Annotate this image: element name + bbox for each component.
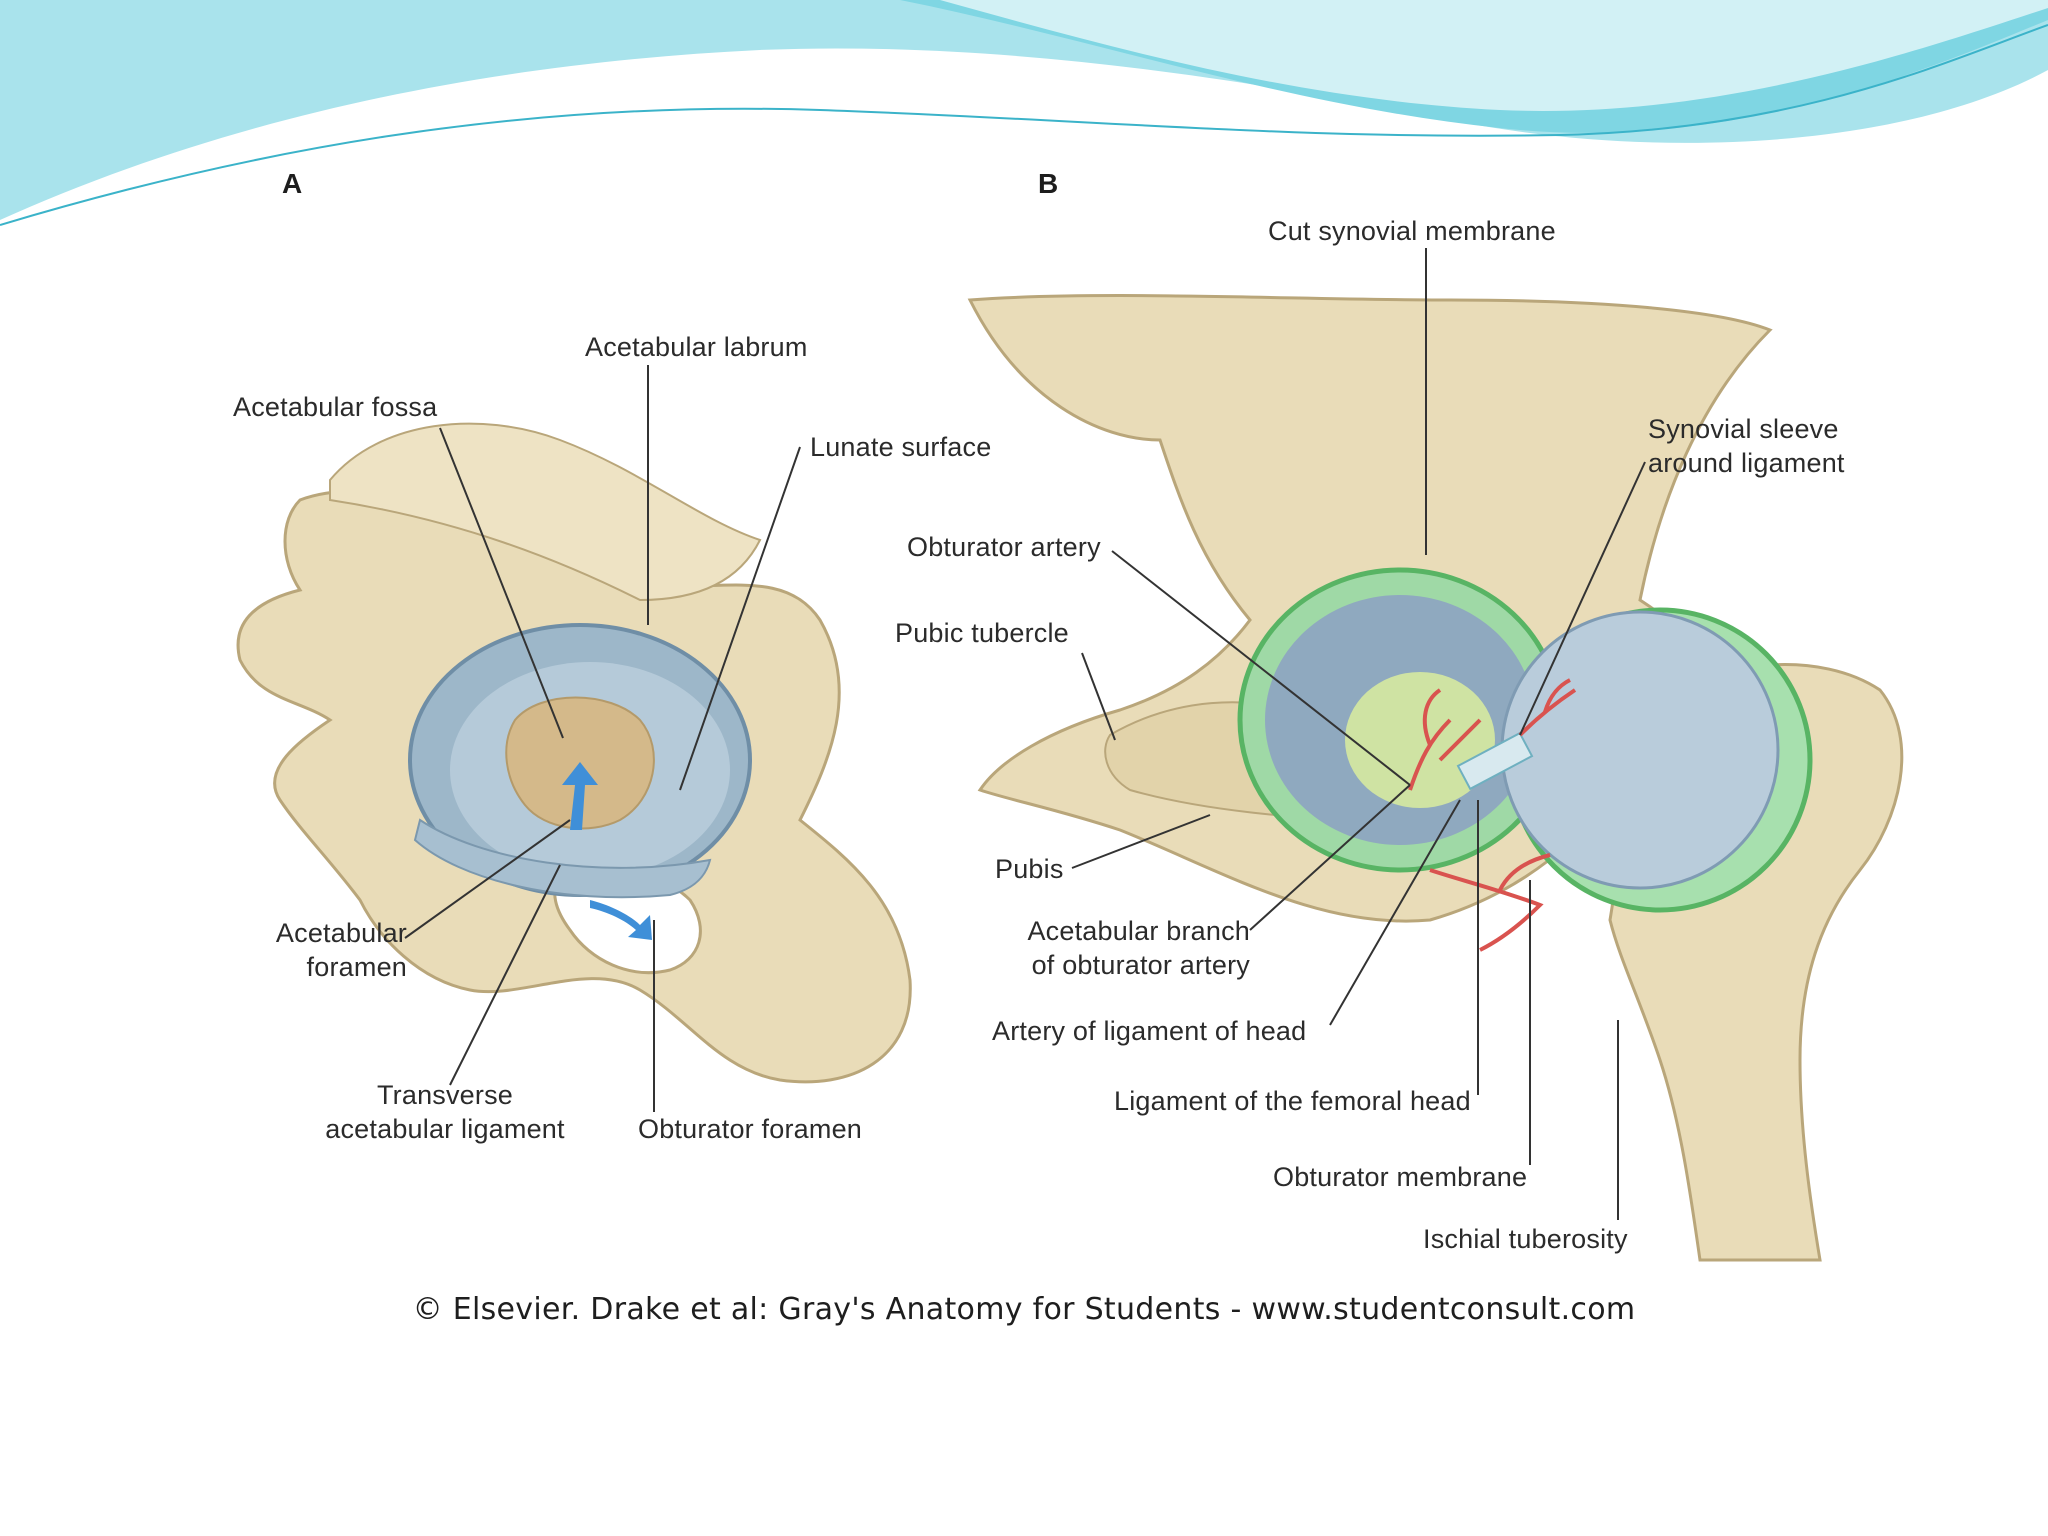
label-transverse-line1: Transverse xyxy=(376,1080,514,1110)
header-wave-line xyxy=(0,24,2048,226)
panel-b-fossa xyxy=(1345,672,1495,808)
panel-b-letter: B xyxy=(1038,168,1059,199)
panel-a-letter: A xyxy=(282,168,303,199)
panel-b-illustration xyxy=(967,294,1904,1262)
panel-b-leader-lines xyxy=(1071,248,1646,1220)
panel-a-arrow-up xyxy=(562,762,598,830)
label-ischial-tuberosity: Ischial tuberosity xyxy=(1423,1224,1628,1254)
label-lunate-surface: Lunate surface xyxy=(810,432,992,462)
label-acetabular-branch-line1: Acetabular branch xyxy=(1027,916,1250,946)
panel-a-illustration xyxy=(236,422,912,1084)
panel-b-ligament xyxy=(1456,731,1534,791)
label-obturator-artery: Obturator artery xyxy=(907,532,1101,562)
label-pubic-tubercle: Pubic tubercle xyxy=(895,618,1069,648)
label-acetabular-fossa: Acetabular fossa xyxy=(233,392,438,422)
panel-b-arteries xyxy=(1408,678,1577,952)
panel-a-leader-lines xyxy=(404,365,801,1112)
header-wave-band xyxy=(0,0,2048,111)
label-acetabular-foramen-line2: foramen xyxy=(306,952,407,982)
label-synovial-sleeve-line2: around ligament xyxy=(1648,448,1845,478)
label-cut-synovial-membrane: Cut synovial membrane xyxy=(1268,216,1556,246)
label-pubis: Pubis xyxy=(995,854,1064,884)
panel-a-ilium-upper xyxy=(329,422,762,602)
figure-credit: © Elsevier. Drake et al: Gray's Anatomy … xyxy=(412,1292,1636,1327)
label-acetabular-foramen-line1: Acetabular xyxy=(275,918,407,948)
label-transverse-line2: acetabular ligament xyxy=(325,1114,565,1144)
label-synovial-sleeve-line1: Synovial sleeve xyxy=(1648,414,1839,444)
label-obturator-membrane: Obturator membrane xyxy=(1273,1162,1528,1192)
label-artery-of-ligament: Artery of ligament of head xyxy=(992,1016,1307,1046)
label-obturator-foramen: Obturator foramen xyxy=(638,1114,863,1144)
label-acetabular-labrum: Acetabular labrum xyxy=(585,332,808,362)
panel-a-arrow-lower xyxy=(590,900,652,940)
label-acetabular-branch-line2: of obturator artery xyxy=(1031,950,1250,980)
slide-header-waves xyxy=(0,0,2048,226)
panel-b-femoral-head xyxy=(1500,610,1780,890)
label-ligament-femoral-head: Ligament of the femoral head xyxy=(1114,1086,1471,1116)
